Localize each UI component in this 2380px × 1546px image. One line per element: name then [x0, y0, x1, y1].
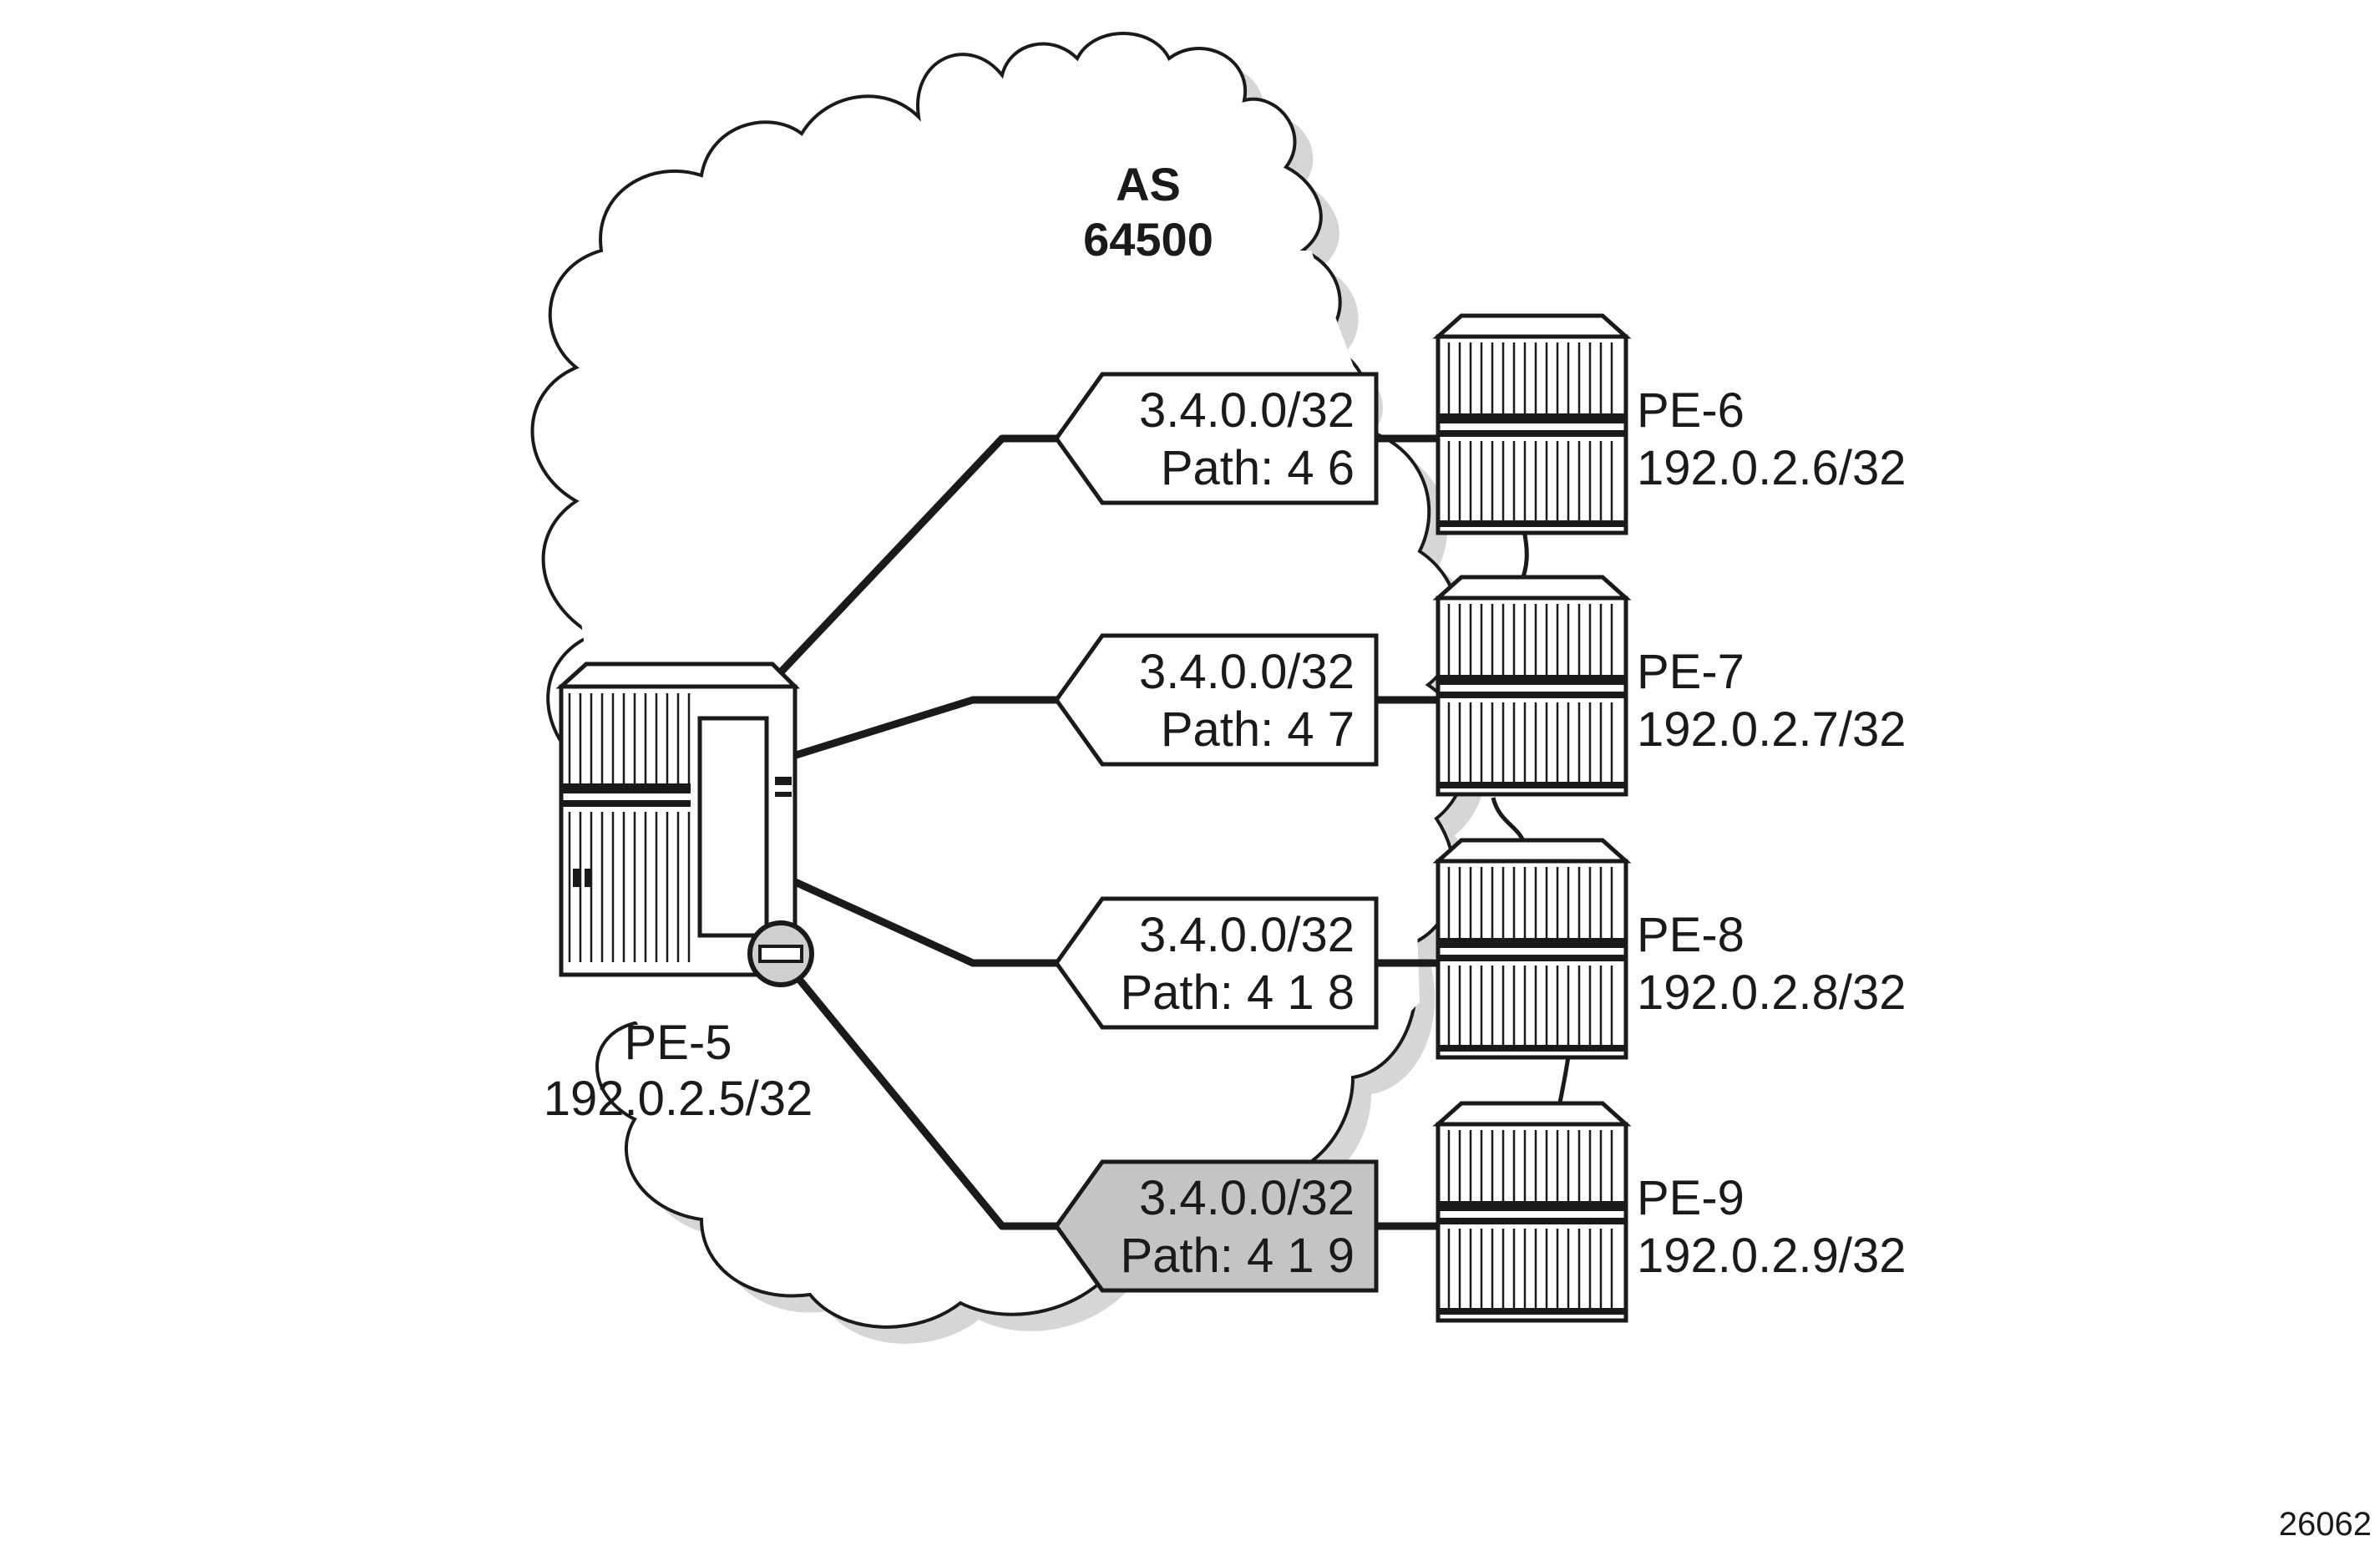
router-address: 192.0.2.6/32 — [1637, 441, 1907, 495]
route-box-pe-7 — [1053, 633, 1379, 767]
hub-address: 192.0.2.5/32 — [544, 1072, 813, 1126]
route-box-pe-6 — [1053, 372, 1379, 505]
router-name: PE-7 — [1637, 645, 1744, 699]
link-hub-pe9 — [793, 973, 1061, 1230]
router-pe-5 — [555, 661, 814, 987]
hub-name: PE-5 — [625, 1016, 732, 1070]
router-pe-8 — [1432, 838, 1632, 1060]
router-pe-9 — [1432, 1101, 1632, 1323]
route-prefix: 3.4.0.0/32 — [1139, 383, 1355, 438]
route-path: Path: 4 7 — [1161, 702, 1355, 757]
as-label: AS 64500 — [1083, 158, 1213, 266]
router-name: PE-8 — [1637, 908, 1744, 962]
route-prefix: 3.4.0.0/32 — [1139, 645, 1355, 699]
route-box-pe-9 — [1053, 1159, 1379, 1293]
route-path: Path: 4 6 — [1161, 441, 1355, 495]
router-address: 192.0.2.7/32 — [1637, 702, 1907, 757]
router-address: 192.0.2.9/32 — [1637, 1229, 1907, 1283]
link-pe8-pe9 — [1557, 1056, 1571, 1103]
link-hub-pe7 — [789, 696, 1061, 760]
route-prefix: 3.4.0.0/32 — [1139, 1171, 1355, 1225]
router-name: PE-6 — [1637, 383, 1744, 438]
router-pe-6 — [1432, 313, 1632, 535]
figure-id: 26062 — [2279, 1506, 2372, 1543]
route-box-pe-8 — [1053, 896, 1379, 1030]
router-address: 192.0.2.8/32 — [1637, 966, 1907, 1020]
route-path: Path: 4 1 8 — [1120, 966, 1355, 1020]
link-pe7-pe8 — [1491, 797, 1527, 844]
router-name: PE-9 — [1637, 1171, 1744, 1225]
router-pe-7 — [1432, 575, 1632, 797]
link-hub-pe6 — [772, 434, 1061, 681]
as-label-line2: 64500 — [1083, 213, 1213, 266]
as-label-line1: AS — [1116, 158, 1181, 210]
link-hub-pe8 — [789, 877, 1061, 967]
hub-links — [772, 434, 1445, 1230]
route-prefix: 3.4.0.0/32 — [1139, 908, 1355, 962]
route-path: Path: 4 1 9 — [1120, 1229, 1355, 1283]
